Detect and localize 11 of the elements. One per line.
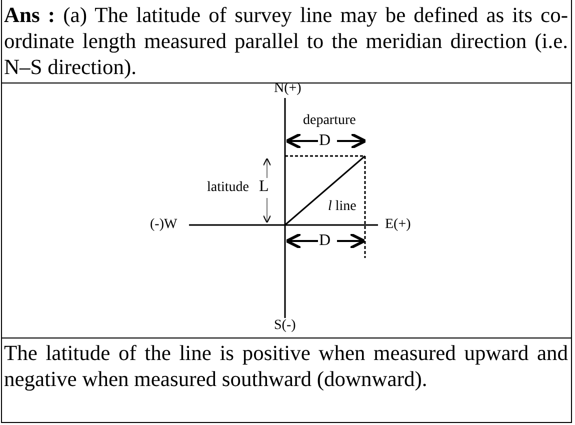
axis-label: S(-) [274,318,296,334]
dimension-label: D [319,132,331,150]
dimension-label: latitude [207,180,249,196]
answer-paragraph: Ans : (a) The latitude of survey line may be defined as its co-ordinate length measured parallel to the meridian direction (i.e. N–S direction). [4,2,568,80]
dimension-label: D [319,232,331,250]
dimension-label: L [259,178,269,196]
explanation-paragraph: The latitude of the line is positive when measured upward and negative when measured southward (downward). [4,340,568,392]
axis-label: E(+) [385,217,411,233]
dimension-label: departure [303,113,356,129]
line-label: l line [328,199,356,215]
axis-label: (-)W [150,217,178,233]
